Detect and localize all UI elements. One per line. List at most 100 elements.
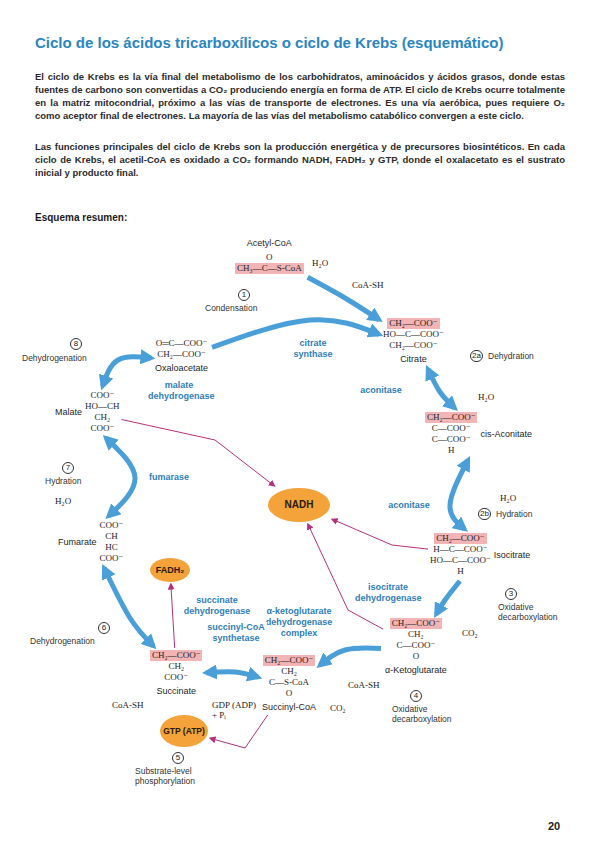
enzyme-label: succinyl-CoA synthetase [205,622,267,644]
molecule-name: Malate [55,407,82,418]
structure-line: COO⁻ [164,672,188,683]
structure-line: O [413,651,420,662]
enzyme-label: fumarase [148,472,190,483]
enzyme-label: aconitase [388,500,430,511]
page-title: Ciclo de los ácidos tricarboxílicos o ci… [35,34,575,51]
structure-line: O [266,252,273,263]
structure-line: CH₂—COO⁻ [389,340,437,351]
molecule: CH₂—COO⁻CH₂C—S-CoAOSuccinyl-CoA [262,655,316,713]
reagent-label: H₂O [478,392,494,402]
cofactor-arrow [171,584,175,648]
structure-line: CH₂—COO⁻ [387,318,439,329]
section-heading: Esquema resumen: [35,212,127,224]
step-caption: Oxidative decarboxylation [392,704,472,724]
reaction-arrow [104,568,153,646]
molecule-name: Citrate [400,354,427,365]
reaction-arrow [103,357,151,386]
molecule: CH₂—COO⁻HO—C—COO⁻CH₂—COO⁻Citrate [383,318,444,365]
reaction-arrow [206,672,258,677]
reagent-label: CO₂ [462,628,478,638]
page-number: 20 [548,820,560,832]
enzyme-label: succinate dehydrogenase [182,595,252,617]
callout-number: 4 [410,690,422,702]
callout-number: 5 [172,752,184,764]
step-caption: Condensation [205,303,257,313]
enzyme-label: malate dehydrogenase [148,380,210,402]
molecule-name: Isocitrate [494,550,531,561]
structure-line: CH₂ [168,661,184,672]
product-ellipse: NADH [268,488,330,522]
structure-line: COO⁻ [100,553,124,564]
callout-number: 2a [470,350,483,362]
product-name: FADH₂ [156,565,185,575]
structure-line: HC [105,542,118,553]
reagent-label: CoA-SH [112,700,144,710]
structure-line: C—COO⁻ [432,434,471,445]
structure-line: CH₃—C—S-CoA [235,263,304,274]
product-ellipse: GTP (ATP) [160,715,208,747]
structure-line: CH₂ [408,629,424,640]
step-caption: Oxidative decarboxylation [498,602,578,622]
product-ellipse: FADH₂ [150,558,190,582]
step-caption: Hydration [496,509,532,519]
structure-line: H [448,445,455,456]
step-caption: Dehydration [488,351,534,361]
enzyme-label: α-ketoglutarate dehydrogenase complex [258,606,340,639]
reagent-label: GDP (ADP) + Pᵢ [212,700,260,720]
molecule-name: Fumarate [58,537,97,548]
reagent-label: H₂O [500,493,516,503]
structure-line: HO—C—COO⁻ [430,555,491,566]
callout-number: 6 [98,622,110,634]
structure-line: CH₂ [94,412,110,423]
product-name: NADH [285,500,314,510]
step-caption: Substrate-level phosphorylation [135,766,230,786]
molecule: Acetyl-CoA OCH₃—C—S-CoA [235,238,304,274]
cofactor-arrow [332,519,428,549]
molecule-name: cis-Aconitate [480,429,532,440]
structure-line: O═C—COO⁻ [156,338,208,349]
molecule: FumarateCOO⁻CHHCCOO⁻ [58,520,123,564]
structure-line: COO⁻ [90,423,114,434]
cofactor-arrow [122,420,275,486]
structure-line: CH₂—COO⁻ [425,412,477,423]
structure-line: CH₂—COO⁻ [390,618,442,629]
callout-number: 2b [478,508,491,520]
structure-line: COO⁻ [90,390,114,401]
reaction-arrow [106,438,135,516]
enzyme-label: isocitrate dehydrogenase [355,582,421,604]
callout-number: 8 [70,338,82,350]
reagent-label: H₂O [312,258,328,268]
structure-line: C—COO⁻ [396,640,435,651]
structure-line: H [457,566,464,577]
molecule: CH₂—COO⁻CH₂C—COO⁻Oα-Ketoglutarate [385,618,447,676]
molecule-name: Succinyl-CoA [262,702,316,713]
reaction-arrow [436,581,460,614]
molecule: CH₂—COO⁻CH₂COO⁻Succinate [150,650,202,697]
structure-line: CH₂—COO⁻ [434,533,486,544]
reaction-arrow [320,648,381,665]
callout-number: 1 [238,289,250,301]
structure-line: CH₂ [281,666,297,677]
callout-number: 3 [505,588,517,600]
molecule-name: Acetyl-CoA [247,238,292,249]
structure-line: O [286,688,293,699]
body-paragraph: Las funciones principales del ciclo de K… [35,140,565,179]
reaction-arrow [428,369,455,408]
structure-line: CH₂—COO⁻ [150,650,202,661]
reagent-label: CoA-SH [348,680,380,690]
molecule: CH₂—COO⁻C—COO⁻C—COO⁻Hcis-Aconitate [425,412,532,456]
structure-line: C—COO⁻ [432,423,471,434]
molecule: O═C—COO⁻CH₂—COO⁻Oxaloacetate [155,338,208,374]
molecule-name: α-Ketoglutarate [385,665,447,676]
structure-line: CH₂—COO⁻ [157,349,205,360]
structure-line: CH [105,531,118,542]
molecule: CH₂—COO⁻H—C—COO⁻HO—C—COO⁻HIsocitrate [430,533,530,577]
structure-line: COO⁻ [100,520,124,531]
enzyme-label: aconitase [360,385,402,396]
enzyme-label: citrate synthase [282,338,344,360]
step-caption: Hydration [45,476,81,486]
step-caption: Dehydrogenation [22,353,87,363]
callout-number: 7 [62,462,74,474]
